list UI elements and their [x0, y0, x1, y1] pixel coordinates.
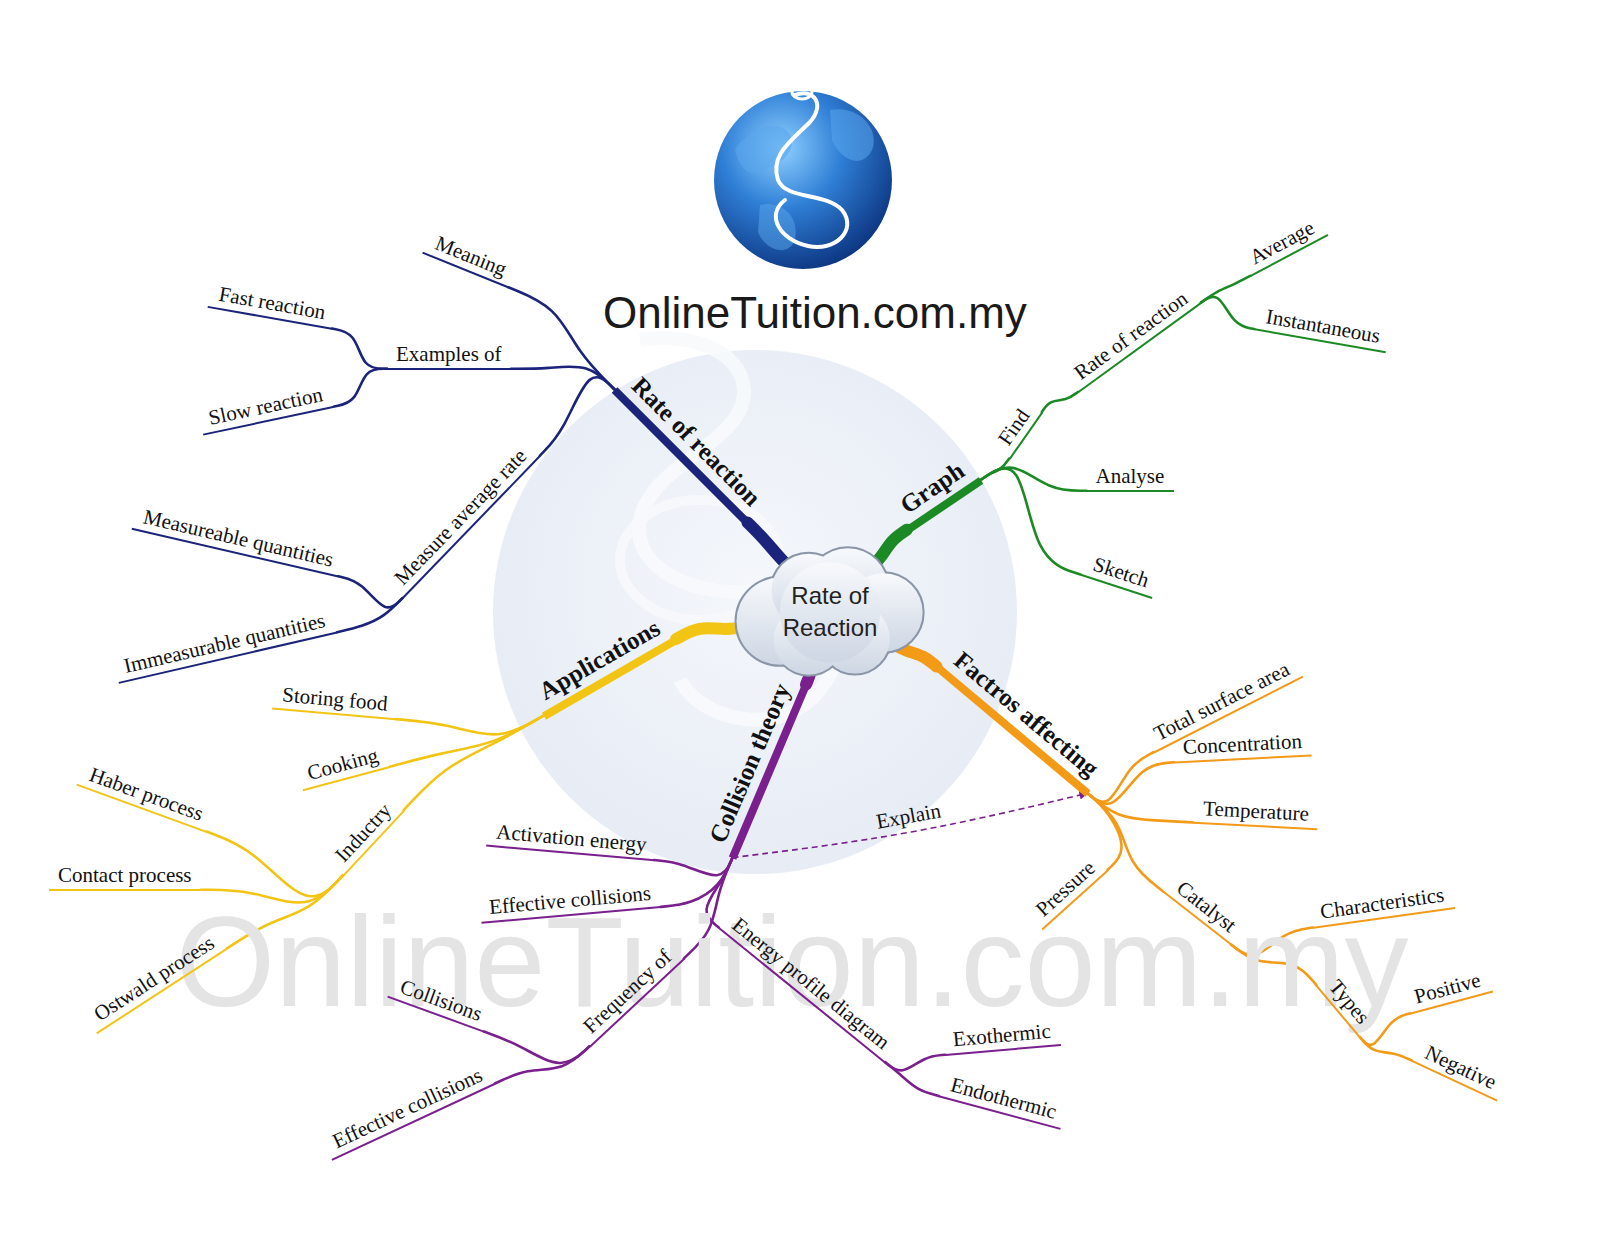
subtopic: Average — [1238, 211, 1329, 277]
node-text: Cooking — [305, 743, 381, 785]
branch-topic: Collision theory — [700, 671, 809, 859]
faint-globe — [493, 338, 1017, 874]
subtopic: Find — [987, 397, 1043, 460]
node-text: Instantaneous — [1264, 304, 1382, 348]
node-text: Rate of Reaction — [771, 580, 889, 645]
branch-line — [337, 598, 402, 632]
branch-line — [332, 328, 387, 368]
node-text: Effective collisions — [329, 1063, 486, 1153]
subtopic: Rate of reaction — [1062, 281, 1201, 393]
subtopic: Measureable quantities — [132, 503, 345, 578]
subtopic: Cooking — [296, 741, 390, 791]
subtopic: Haber process — [76, 759, 215, 833]
subtopic: Negative — [1411, 1036, 1508, 1101]
branch-line — [1087, 762, 1174, 803]
branch-line — [334, 369, 387, 407]
branch-line — [1087, 793, 1162, 891]
cloud-shape — [741, 558, 919, 667]
subtopic: Inductry — [323, 792, 404, 876]
subtopic: Effective collisions — [321, 1059, 496, 1160]
branch-line — [981, 468, 1081, 574]
subtopic: Immeasurable quantities — [113, 606, 338, 684]
node-text: Examples of — [396, 342, 502, 366]
node-text: Immeasurable quantities — [121, 608, 327, 678]
node-text: Slow reaction — [206, 382, 325, 430]
node-text: Meaning — [431, 231, 509, 281]
node-text: Rate of reaction — [1070, 286, 1193, 384]
branch-line — [495, 1046, 590, 1083]
branch-topic: Applications — [526, 609, 678, 719]
node-text: Measure average rate — [389, 444, 531, 590]
branch-line — [396, 716, 544, 735]
subtopic: Temperature — [1193, 796, 1318, 830]
subtopic: Instantaneous — [1254, 303, 1390, 354]
branch-line — [885, 1062, 939, 1096]
branch-topic: Rate of reaction — [612, 365, 773, 526]
branch-line — [654, 858, 732, 876]
subtopic: Endothermic — [939, 1070, 1068, 1130]
branch-topic: Factros affecting — [934, 640, 1110, 797]
node-text: Factros affecting — [949, 646, 1104, 782]
node-text: Activation energy — [495, 819, 647, 856]
branch-line — [1042, 392, 1078, 412]
branch-line — [338, 576, 402, 607]
branch-line — [206, 832, 342, 897]
node-text: Graph — [895, 456, 969, 518]
node-text: Inductry — [330, 798, 396, 866]
node-text: Characteristics — [1318, 882, 1445, 923]
subtopic: Positive — [1403, 965, 1493, 1014]
node-text: Fast reaction — [217, 282, 327, 324]
node-text: Concentration — [1182, 729, 1302, 759]
subtopic: Sketch — [1080, 549, 1160, 599]
branch-line — [404, 716, 544, 810]
subtopic: Activation energy — [486, 819, 657, 862]
node-text: Average — [1246, 215, 1319, 269]
node-text: Collision theory — [704, 679, 795, 846]
subtopic: Contact process — [49, 863, 201, 891]
subtopic: Fast reaction — [208, 280, 337, 329]
node-text: Positive — [1412, 968, 1484, 1009]
subtopic: Meaning — [422, 228, 519, 289]
central-cloud: Rate of Reaction — [741, 558, 919, 667]
dashed-arrow — [733, 793, 1088, 857]
node-text: Contact process — [58, 863, 192, 887]
branch-line — [390, 716, 544, 767]
branch-line — [540, 377, 615, 455]
subtopic: Examples of — [387, 342, 511, 370]
subtopic: Analyse — [1087, 464, 1174, 492]
subtopic: Storing food — [272, 682, 398, 721]
branch-line — [1360, 1037, 1412, 1060]
node-text: Analyse — [1096, 464, 1165, 488]
edge-label: Explain — [874, 799, 942, 833]
node-text: Find — [992, 404, 1034, 449]
node-text: Endothermic — [948, 1073, 1059, 1124]
node-text: Measureable quantities — [141, 505, 336, 572]
node-text: Sketch — [1090, 552, 1152, 592]
branch-line — [508, 287, 614, 389]
branch-line — [1087, 793, 1121, 870]
node-text: Storing food — [281, 682, 388, 715]
node-text: Temperature — [1203, 796, 1310, 826]
node-text: Haber process — [86, 762, 207, 825]
node-text: Applications — [534, 613, 664, 704]
branch-line — [1201, 297, 1254, 329]
node-text: Rate of reaction — [627, 371, 767, 511]
subtopic: Slow reaction — [198, 380, 335, 435]
subtopic: Concentration — [1173, 728, 1311, 763]
subtopic: Measure average rate — [383, 437, 541, 599]
node-text: Negative — [1421, 1040, 1500, 1094]
logo-globe — [714, 85, 892, 269]
branch-topic: Graph — [887, 451, 983, 533]
logo-title: OnlineTuition.com.my — [603, 289, 1027, 337]
